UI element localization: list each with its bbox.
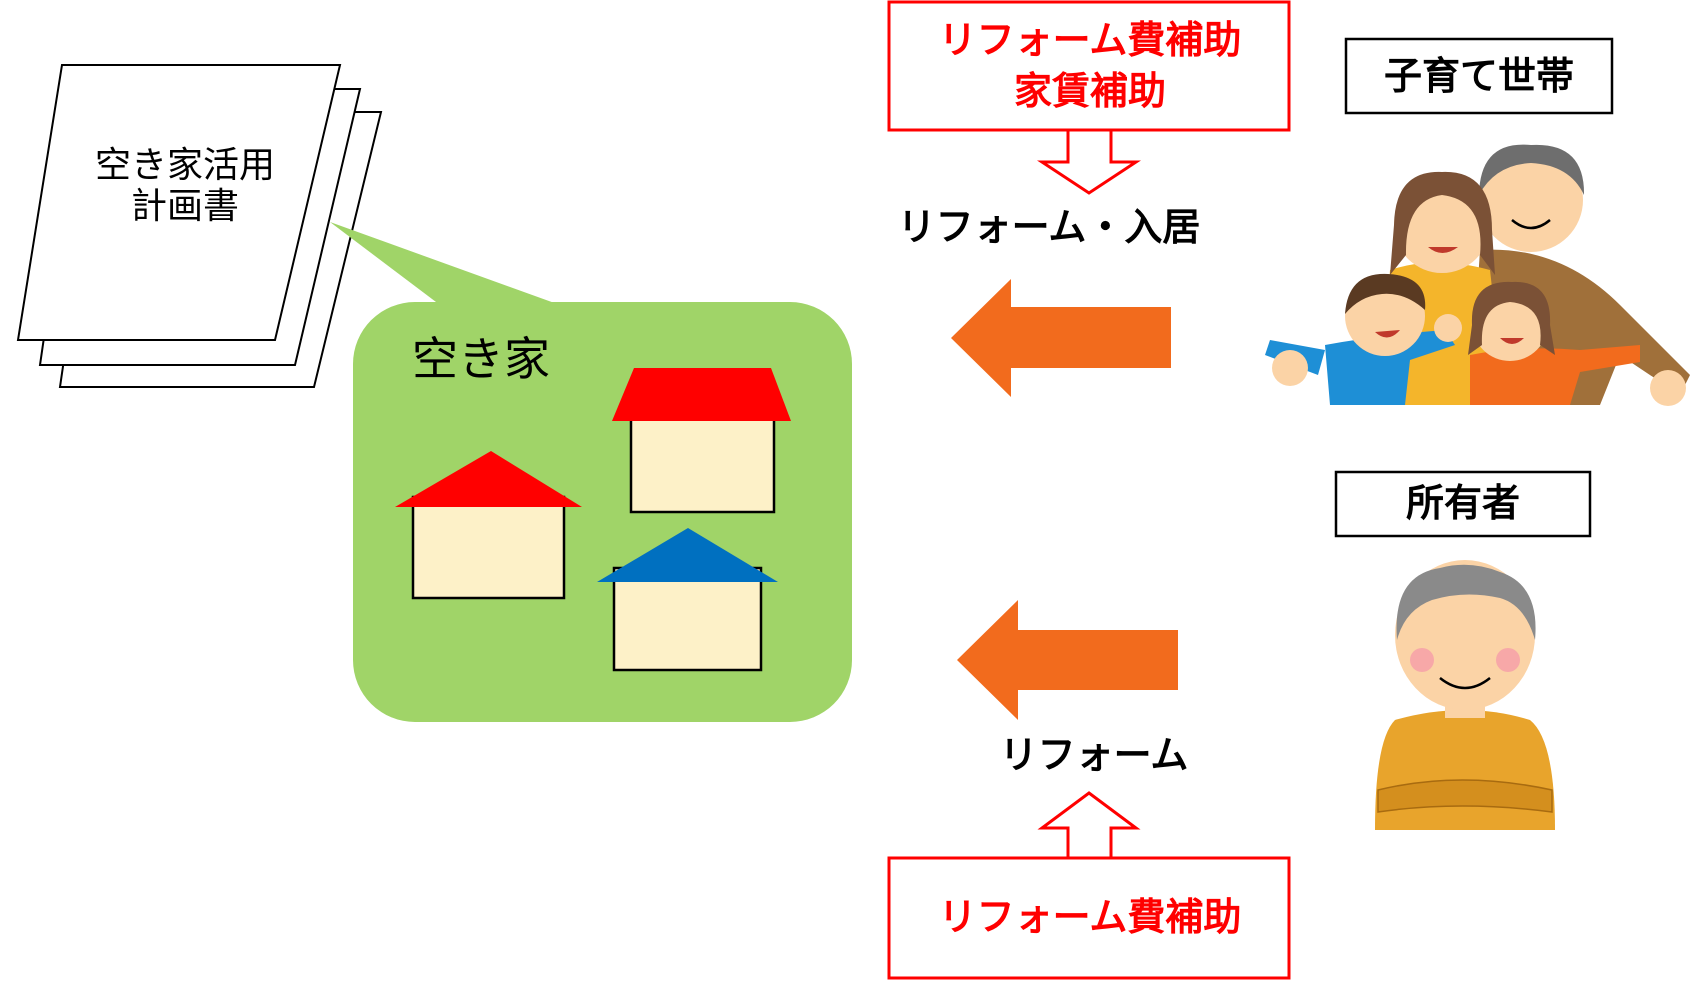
house-roof-blue	[597, 528, 778, 582]
subsidy-box-top: リフォーム費補助 家賃補助	[887, 0, 1291, 132]
plan-document-title-line2: 計画書	[131, 186, 239, 227]
owner-hair	[1396, 564, 1536, 640]
house-wall	[612, 566, 763, 672]
owner-cheek	[1410, 648, 1434, 672]
hand	[1434, 314, 1462, 342]
owner-label-box	[1334, 470, 1592, 538]
girl-hair	[1468, 281, 1555, 355]
owner-cheek	[1496, 648, 1520, 672]
plan-document-title-line1: 空き家活用	[95, 145, 275, 186]
hand	[1272, 350, 1308, 386]
boy-body	[1325, 330, 1455, 405]
subsidy-top-line1: リフォーム費補助	[939, 18, 1242, 62]
family-label: 子育て世帯	[1384, 54, 1574, 98]
arrow-left-bottom	[957, 600, 1178, 720]
vacant-area-title: 空き家	[412, 332, 550, 386]
boy-hair	[1345, 273, 1426, 314]
family-label-box	[1344, 37, 1614, 115]
owner-smile	[1439, 677, 1491, 690]
girl-smile	[1500, 338, 1524, 344]
mother-hair	[1390, 171, 1495, 275]
down-outline-arrow	[1037, 128, 1141, 195]
subsidy-bottom-line1: リフォーム費補助	[939, 895, 1242, 939]
vacant-house-bubble: 空き家	[330, 222, 852, 722]
house-roof-red	[612, 368, 791, 421]
up-outline-arrow	[1037, 791, 1141, 860]
plan-document-stack: 空き家活用 計画書	[16, 64, 383, 388]
flow-top-label: リフォーム・入居	[898, 205, 1201, 249]
mother-smile	[1428, 247, 1458, 253]
owner-arms	[1377, 779, 1553, 813]
father-head	[1479, 148, 1583, 252]
house-wall	[629, 408, 776, 514]
arrow-left-top	[951, 279, 1171, 397]
boy-smile	[1375, 330, 1400, 338]
bubble-pointer	[330, 222, 560, 305]
subsidy-top-line2: 家賃補助	[1014, 69, 1166, 113]
owner-illustration	[1375, 560, 1555, 830]
subsidy-box-bottom-frame	[887, 856, 1291, 980]
flow-bottom-label: リフォーム	[1000, 733, 1189, 777]
house-icon	[395, 451, 582, 600]
subsidy-box-bottom: リフォーム費補助	[887, 856, 1291, 980]
house-roof-red	[395, 451, 582, 507]
owner-label: 所有者	[1406, 481, 1520, 525]
hand	[1650, 370, 1686, 406]
house-wall	[411, 495, 566, 600]
father-hair	[1479, 144, 1585, 195]
document-sheet-front	[16, 64, 342, 341]
house-icon	[597, 528, 778, 672]
owner-body	[1375, 710, 1555, 830]
family-illustration	[1265, 144, 1690, 406]
father-smile	[1511, 219, 1551, 230]
house-icon	[612, 368, 791, 514]
